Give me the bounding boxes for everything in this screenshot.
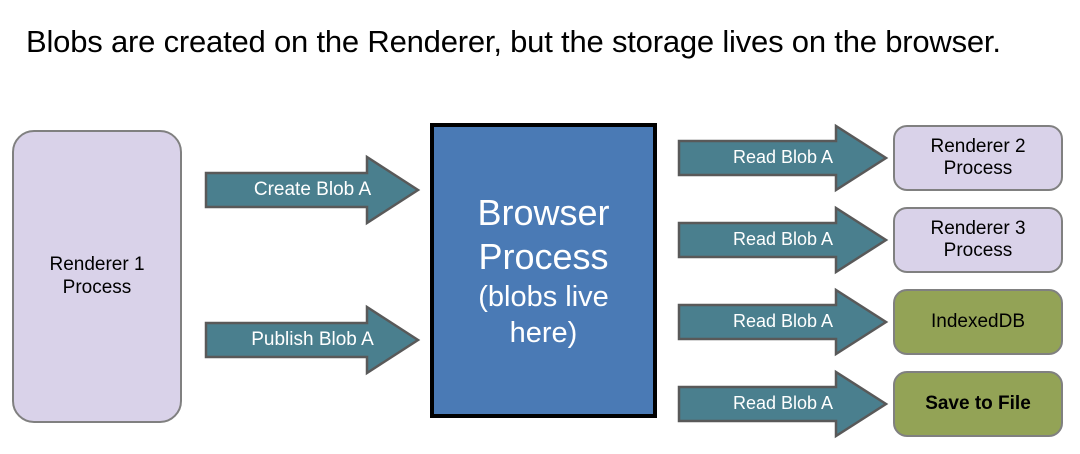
arrow-read-blob-a-4-shape	[677, 369, 889, 439]
arrow-read-blob-a-4[interactable]: Read Blob A	[677, 369, 889, 439]
arrow-read-blob-a-2-shape	[677, 205, 889, 275]
node-renderer-1-process[interactable]: Renderer 1 Process	[12, 130, 182, 423]
renderer-1-line-2: Process	[62, 276, 132, 298]
arrow-publish-blob-a-shape	[204, 304, 421, 376]
arrow-read-blob-a-2[interactable]: Read Blob A	[677, 205, 889, 275]
browser-process-line-2: Process	[478, 235, 609, 277]
node-browser-process[interactable]: Browser Process (blobs live here)	[430, 123, 657, 418]
node-save-to-file-label: Save to File	[925, 392, 1031, 414]
arrow-read-blob-a-1-shape	[677, 123, 889, 193]
renderer-3-line-2: Process	[943, 240, 1013, 261]
arrow-read-blob-a-3[interactable]: Read Blob A	[677, 287, 889, 357]
browser-process-line-3: (blobs live	[478, 280, 609, 313]
renderer-2-line-1: Renderer 2	[930, 135, 1026, 157]
arrow-create-blob-a-shape	[204, 154, 421, 226]
browser-process-line-1: Browser	[477, 191, 610, 233]
renderer-2-line-2: Process	[943, 158, 1013, 179]
renderer-3-line-1: Renderer 3	[930, 217, 1026, 239]
node-indexeddb[interactable]: IndexedDB	[893, 289, 1063, 355]
arrow-publish-blob-a[interactable]: Publish Blob A	[204, 304, 421, 376]
node-renderer-1-process-label: Renderer 1 Process	[49, 254, 144, 299]
node-renderer-2-process[interactable]: Renderer 2 Process	[893, 125, 1063, 191]
node-indexeddb-label: IndexedDB	[930, 310, 1025, 332]
node-renderer-2-process-label: Renderer 2 Process	[930, 136, 1025, 181]
arrow-read-blob-a-3-shape	[677, 287, 889, 357]
node-renderer-3-process[interactable]: Renderer 3 Process	[893, 207, 1063, 273]
browser-process-line-4: here)	[509, 316, 578, 349]
arrow-read-blob-a-1[interactable]: Read Blob A	[677, 123, 889, 193]
node-renderer-3-process-label: Renderer 3 Process	[930, 218, 1025, 263]
slide-title: Blobs are created on the Renderer, but t…	[26, 24, 1001, 59]
arrow-create-blob-a[interactable]: Create Blob A	[204, 154, 421, 226]
node-save-to-file[interactable]: Save to File	[893, 371, 1063, 437]
renderer-1-line-1: Renderer 1	[49, 254, 145, 276]
